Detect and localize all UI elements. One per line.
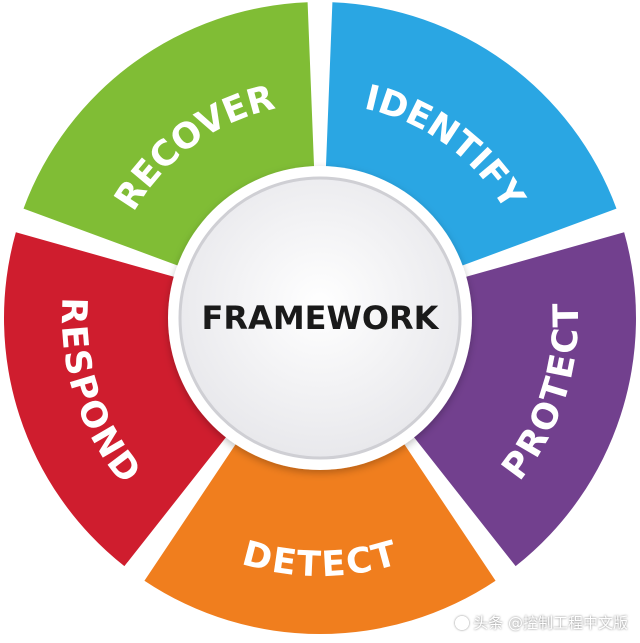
segment-group (4, 2, 636, 634)
center-circle (178, 176, 462, 460)
segment-respond (4, 232, 228, 567)
segment-detect (144, 442, 496, 634)
center-hub: FRAMEWORK (168, 166, 472, 470)
watermark: 头条 @控制工程中文版 (455, 612, 628, 633)
segment-recover (23, 2, 315, 267)
center-label: FRAMEWORK (202, 299, 440, 337)
segment-protect (412, 232, 636, 567)
watermark-text: 头条 @控制工程中文版 (473, 614, 628, 632)
segment-identify (325, 2, 617, 267)
watermark-logo-icon (455, 615, 470, 630)
